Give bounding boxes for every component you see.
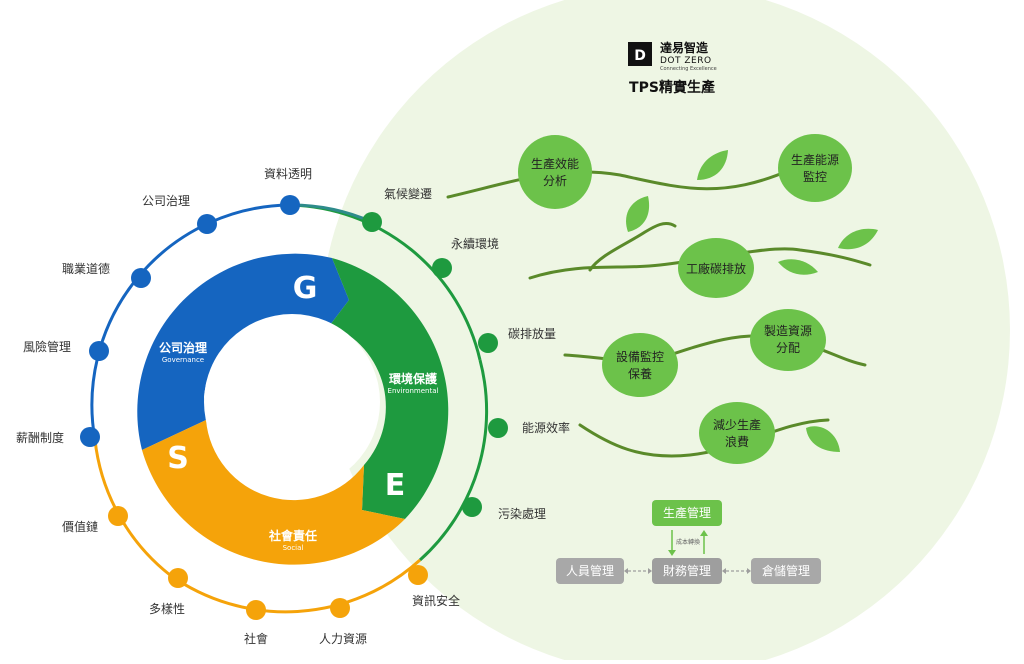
governance-letter: G xyxy=(293,271,318,306)
bubble-reduce-waste: 減少生產 浪費 xyxy=(699,402,775,464)
svg-text:浪費: 浪費 xyxy=(725,434,749,449)
svg-text:監控: 監控 xyxy=(803,169,827,184)
environmental-title: 環境保護 xyxy=(389,371,438,386)
label-diversity: 多樣性 xyxy=(149,601,185,616)
svg-text:保養: 保養 xyxy=(628,366,652,381)
label-info-transparency: 資料透明 xyxy=(264,167,312,181)
label-sustainable-env: 永續環境 xyxy=(451,236,499,251)
label-corp-governance: 公司治理 xyxy=(142,194,190,208)
svg-text:生產效能: 生產效能 xyxy=(531,156,579,171)
tps-title: TPS精實生產 xyxy=(629,79,715,96)
finance-mgmt-box xyxy=(652,558,722,584)
logo-name-cn: 達易智造 xyxy=(660,40,709,55)
svg-text:減少生產: 減少生產 xyxy=(713,417,761,432)
node-ethics xyxy=(131,268,151,288)
environmental-segment xyxy=(330,258,449,519)
label-carbon-emission: 碳排放量 xyxy=(508,326,556,341)
node-sustainable-env xyxy=(432,258,452,278)
warehouse-mgmt-box xyxy=(751,558,821,584)
node-value-chain xyxy=(108,506,128,526)
social-letter: S xyxy=(167,441,189,476)
svg-text:生產能源: 生產能源 xyxy=(791,152,839,167)
node-info-transparency xyxy=(280,195,300,215)
governance-segment xyxy=(137,253,349,450)
node-human-resources xyxy=(330,598,350,618)
social-subtitle: Social xyxy=(283,544,304,552)
node-energy-efficiency xyxy=(488,418,508,438)
bubble-prod-energy: 生產能源 監控 xyxy=(778,134,852,202)
svg-text:分配: 分配 xyxy=(776,341,800,355)
dot-zero-logo: D 達易智造 DOT ZERO Connecting Excellence xyxy=(628,40,717,72)
esg-donut xyxy=(137,253,449,565)
logo-name-en: DOT ZERO xyxy=(660,56,712,66)
management-flow: 生產管理 財務管理 人員管理 倉儲管理 成本轉換 xyxy=(556,500,821,584)
node-risk-mgmt xyxy=(89,341,109,361)
governance-subtitle: Governance xyxy=(162,356,204,364)
leaf-icons xyxy=(626,150,878,452)
label-risk-mgmt: 風險管理 xyxy=(23,339,71,354)
label-ethics: 職業道德 xyxy=(62,261,110,276)
social-title: 社會責任 xyxy=(268,528,317,543)
environmental-letter: E xyxy=(385,468,406,503)
bubble-prod-efficiency: 生產效能 分析 xyxy=(518,135,592,209)
governance-title: 公司治理 xyxy=(159,340,207,355)
svg-text:財務管理: 財務管理 xyxy=(663,563,711,578)
node-society xyxy=(246,600,266,620)
label-human-resources: 人力資源 xyxy=(319,632,367,646)
node-diversity xyxy=(168,568,188,588)
leaf-icon xyxy=(626,196,650,232)
svg-text:製造資源: 製造資源 xyxy=(764,324,812,338)
node-compensation xyxy=(80,427,100,447)
leaf-icon xyxy=(697,150,728,180)
social-segment xyxy=(142,420,405,565)
label-energy-efficiency: 能源效率 xyxy=(522,420,570,435)
svg-text:分析: 分析 xyxy=(543,174,567,188)
label-compensation: 薪酬制度 xyxy=(16,430,64,445)
svg-text:D: D xyxy=(634,48,646,64)
logo-tagline: Connecting Excellence xyxy=(660,66,717,72)
svg-text:工廠碳排放: 工廠碳排放 xyxy=(686,261,746,276)
label-value-chain: 價值鏈 xyxy=(62,519,98,534)
bubble-factory-carbon: 工廠碳排放 xyxy=(678,238,754,298)
node-climate-change xyxy=(362,212,382,232)
node-corp-governance xyxy=(197,214,217,234)
leaf-icon xyxy=(778,259,818,275)
svg-text:倉儲管理: 倉儲管理 xyxy=(762,563,810,578)
label-info-security: 資訊安全 xyxy=(412,593,460,608)
leaf-icon xyxy=(806,426,840,452)
personnel-mgmt-box xyxy=(556,558,624,584)
label-climate-change: 氣候變遷 xyxy=(384,186,432,201)
bubble-resource-alloc: 製造資源 分配 xyxy=(750,309,826,371)
svg-text:人員管理: 人員管理 xyxy=(566,563,614,578)
cost-conversion-note: 成本轉換 xyxy=(676,538,700,546)
leaf-icon xyxy=(838,228,878,250)
node-info-security xyxy=(408,565,428,585)
production-mgmt-box xyxy=(652,500,722,526)
bubble-equip-monitor: 設備監控 保養 xyxy=(602,333,678,397)
label-society: 社會 xyxy=(244,631,268,646)
environmental-subtitle: Environmental xyxy=(388,387,439,395)
svg-text:生產管理: 生產管理 xyxy=(663,505,711,520)
svg-text:設備監控: 設備監控 xyxy=(616,349,664,364)
label-pollution: 污染處理 xyxy=(498,506,546,521)
node-carbon-emission xyxy=(478,333,498,353)
node-pollution xyxy=(462,497,482,517)
